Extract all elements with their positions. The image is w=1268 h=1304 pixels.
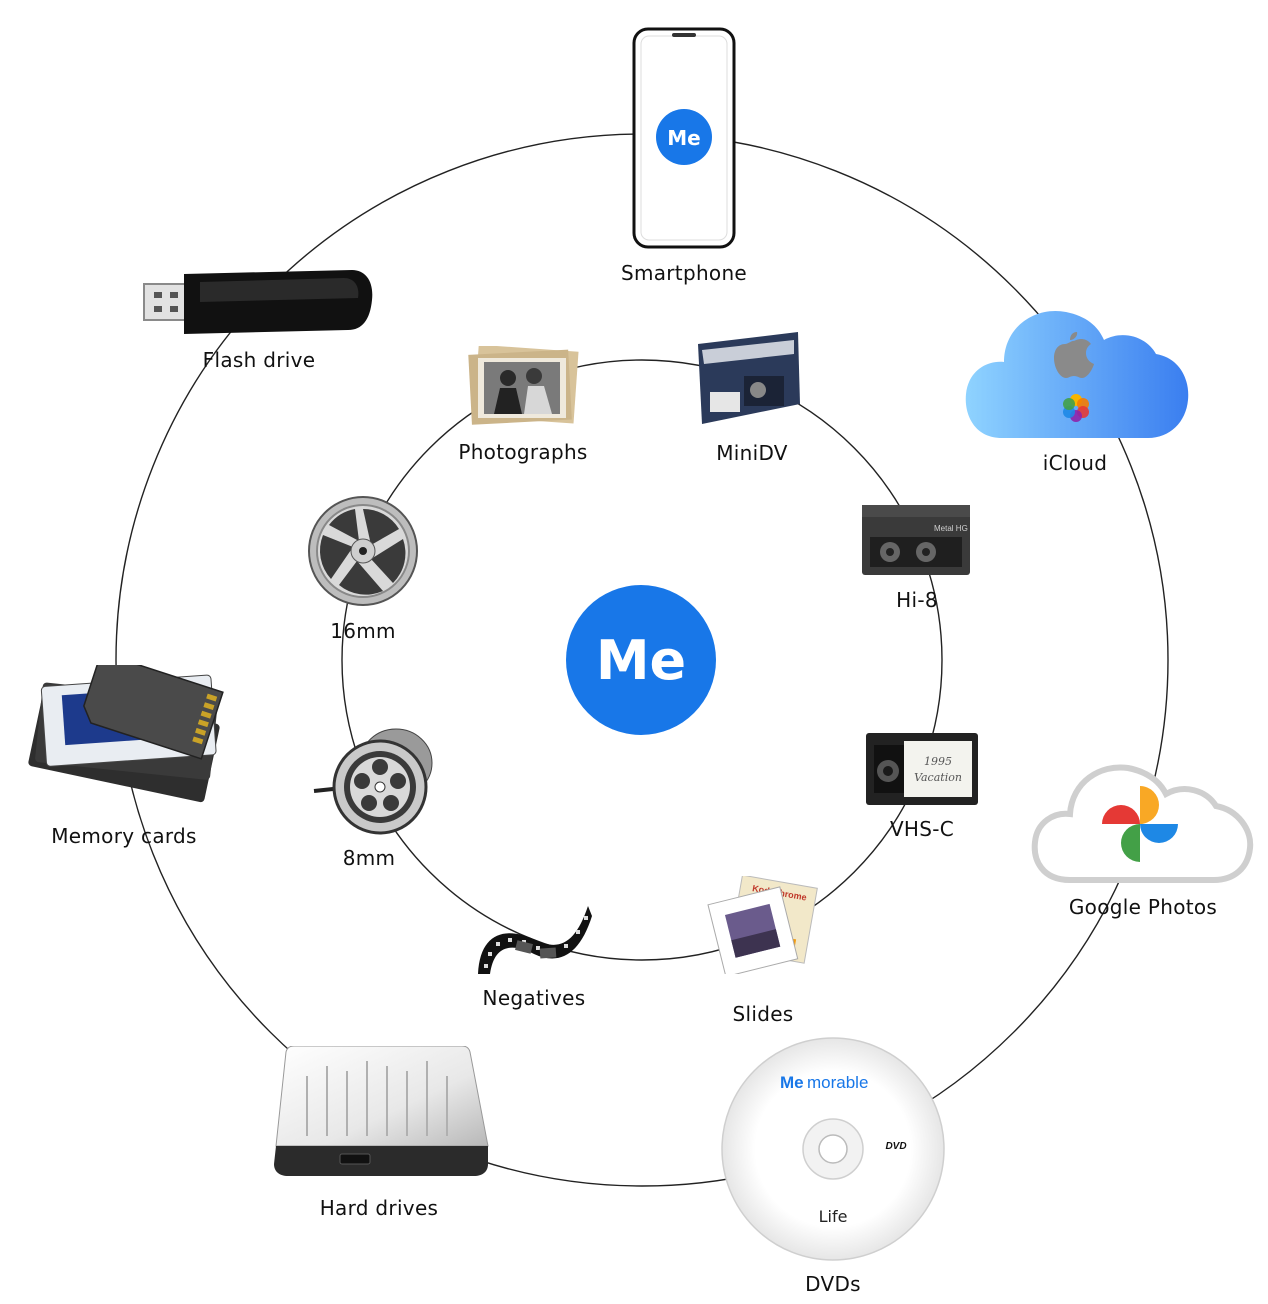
smartphone-icon: Me [632,27,736,249]
svg-text:Metal HG: Metal HG [934,524,968,533]
google-photos-label: Google Photos [1068,895,1218,919]
svg-text:DVD: DVD [885,1141,906,1152]
hi8-cassette-icon: Metal HG [862,505,970,575]
film-reel-16mm-icon [308,496,418,606]
center-me-logo: Me [566,585,716,735]
hard-drives-label: Hard drives [319,1196,439,1220]
smartphone-label: Smartphone [620,261,748,285]
vhsc-cassette-icon: 1995 Vacation [866,733,978,805]
svg-text:Vacation: Vacation [914,771,962,784]
google-photos-icon [1031,764,1254,883]
16mm-label: 16mm [330,619,396,643]
minidv-cassette-icon [698,332,800,424]
slides-label: Slides [732,1002,794,1026]
film-reel-8mm-icon [313,728,433,835]
icloud-icon [965,310,1189,438]
vhsc-label: VHS-C [889,817,955,841]
flash-drive-label: Flash drive [202,348,316,372]
memory-cards-icon [28,665,224,803]
svg-text:Me: Me [596,629,686,692]
negatives-label: Negatives [482,986,586,1010]
inner-ring [341,359,943,961]
svg-text:Me: Me [667,126,700,150]
minidv-label: MiniDV [716,441,788,465]
svg-text:morable: morable [807,1073,868,1092]
svg-text:Life: Life [819,1207,848,1226]
slides-icon: Kodachrome [707,876,818,974]
dvds-label: DVDs [805,1272,861,1296]
photographs-icon [468,346,579,425]
photographs-label: Photographs [458,440,588,464]
negatives-film-icon [478,906,592,974]
icloud-label: iCloud [1042,451,1108,475]
hard-drive-icon [274,1046,489,1176]
svg-text:Me: Me [780,1073,804,1092]
memory-cards-label: Memory cards [51,824,197,848]
hi8-label: Hi-8 [896,588,938,612]
dvd-icon: Me morable DVD Life [721,1037,945,1261]
8mm-label: 8mm [342,846,396,870]
flash-drive-icon [143,270,373,334]
svg-text:1995: 1995 [924,755,952,768]
